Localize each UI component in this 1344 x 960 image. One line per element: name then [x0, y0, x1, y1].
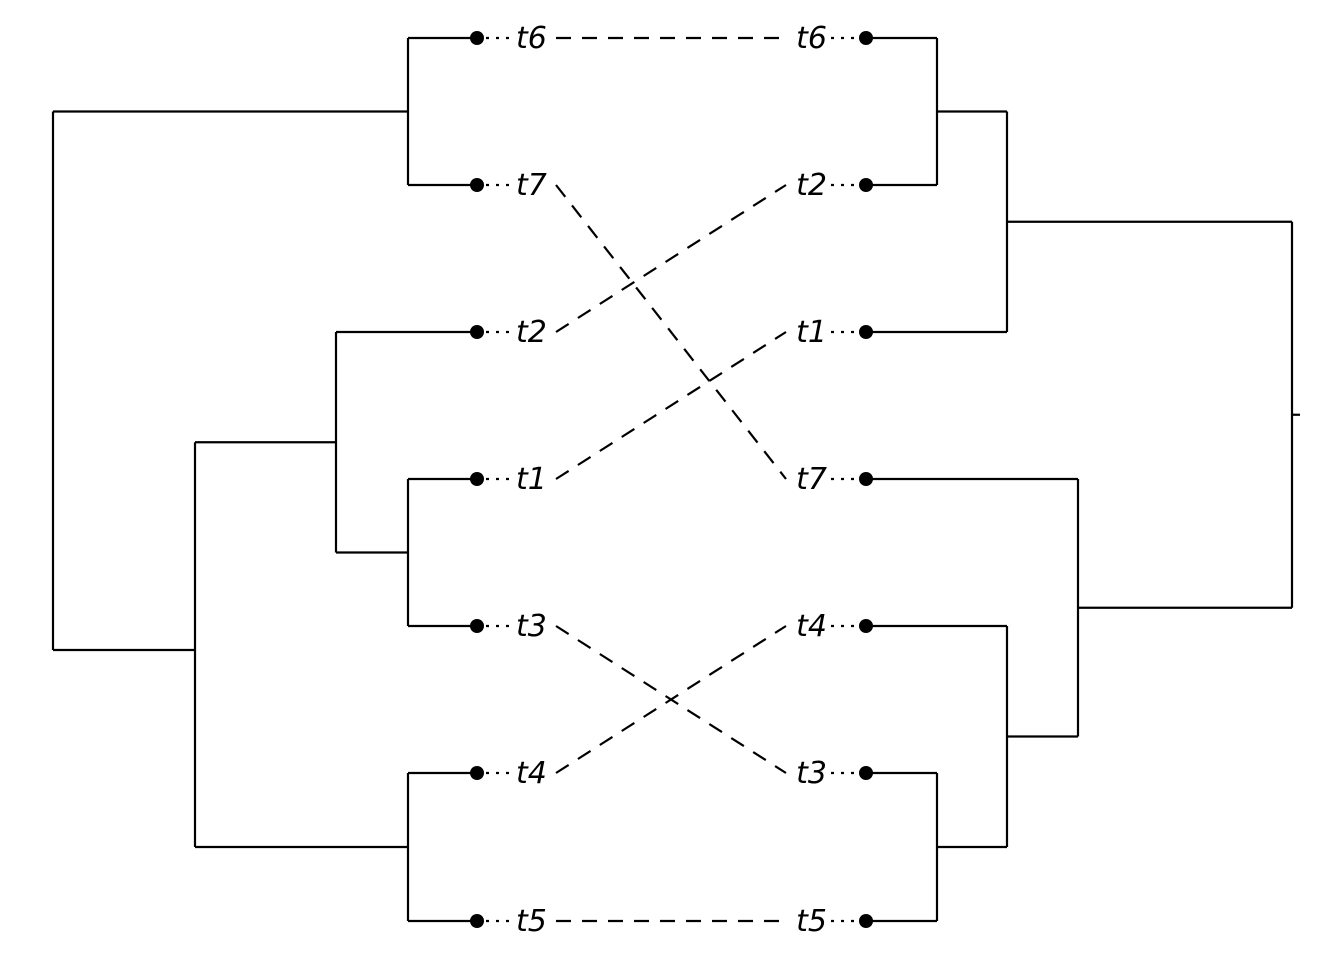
tip-dot-left-t1 [470, 472, 484, 486]
right-tree: t6 t2 t1 t7 t4 t3 t5 [796, 21, 1300, 939]
tip-dot-left-t4 [470, 766, 484, 780]
tip-dot-right-t6 [859, 31, 873, 45]
left-tree-tip-dots [470, 31, 484, 928]
tip-dot-left-t7 [470, 178, 484, 192]
tip-label-right-t6: t6 [796, 21, 827, 56]
left-tree-branches [51, 36, 477, 923]
tip-dot-right-t1 [859, 325, 873, 339]
tip-label-left-t7: t7 [516, 168, 547, 203]
right-tree-leader-lines [831, 36, 857, 923]
tip-label-left-t2: t2 [516, 315, 547, 350]
link-t1 [555, 331, 787, 480]
tip-label-left-t3: t3 [516, 609, 547, 644]
tip-label-right-t5: t5 [796, 904, 827, 939]
tanglegram-links [555, 36, 787, 923]
tip-label-right-t2: t2 [796, 168, 827, 203]
tip-dot-left-t2 [470, 325, 484, 339]
tip-label-right-t3: t3 [796, 756, 827, 791]
tip-dot-right-t3 [859, 766, 873, 780]
right-tree-tip-labels: t6 t2 t1 t7 t4 t3 t5 [796, 21, 827, 939]
right-tree-tip-dots [859, 31, 873, 928]
link-t4 [555, 625, 787, 774]
link-t7 [555, 184, 787, 480]
left-tree: t6 t7 t2 t1 t3 t4 t5 [51, 21, 547, 939]
left-tree-leader-lines [486, 36, 512, 923]
tip-dot-left-t3 [470, 619, 484, 633]
tip-dot-right-t7 [859, 472, 873, 486]
tip-label-left-t1: t1 [516, 462, 547, 497]
tip-label-left-t6: t6 [516, 21, 547, 56]
tip-dot-left-t6 [470, 31, 484, 45]
tip-dot-right-t4 [859, 619, 873, 633]
left-tree-tip-labels: t6 t7 t2 t1 t3 t4 t5 [516, 21, 547, 939]
tip-label-right-t1: t1 [796, 315, 827, 350]
tip-dot-left-t5 [470, 914, 484, 928]
tip-dot-right-t2 [859, 178, 873, 192]
right-tree-branches [866, 36, 1300, 923]
tip-label-left-t4: t4 [516, 756, 547, 791]
tip-label-right-t4: t4 [796, 609, 827, 644]
tip-label-right-t7: t7 [796, 462, 827, 497]
tip-dot-right-t5 [859, 914, 873, 928]
tip-label-left-t5: t5 [516, 904, 547, 939]
link-t2 [555, 184, 787, 333]
